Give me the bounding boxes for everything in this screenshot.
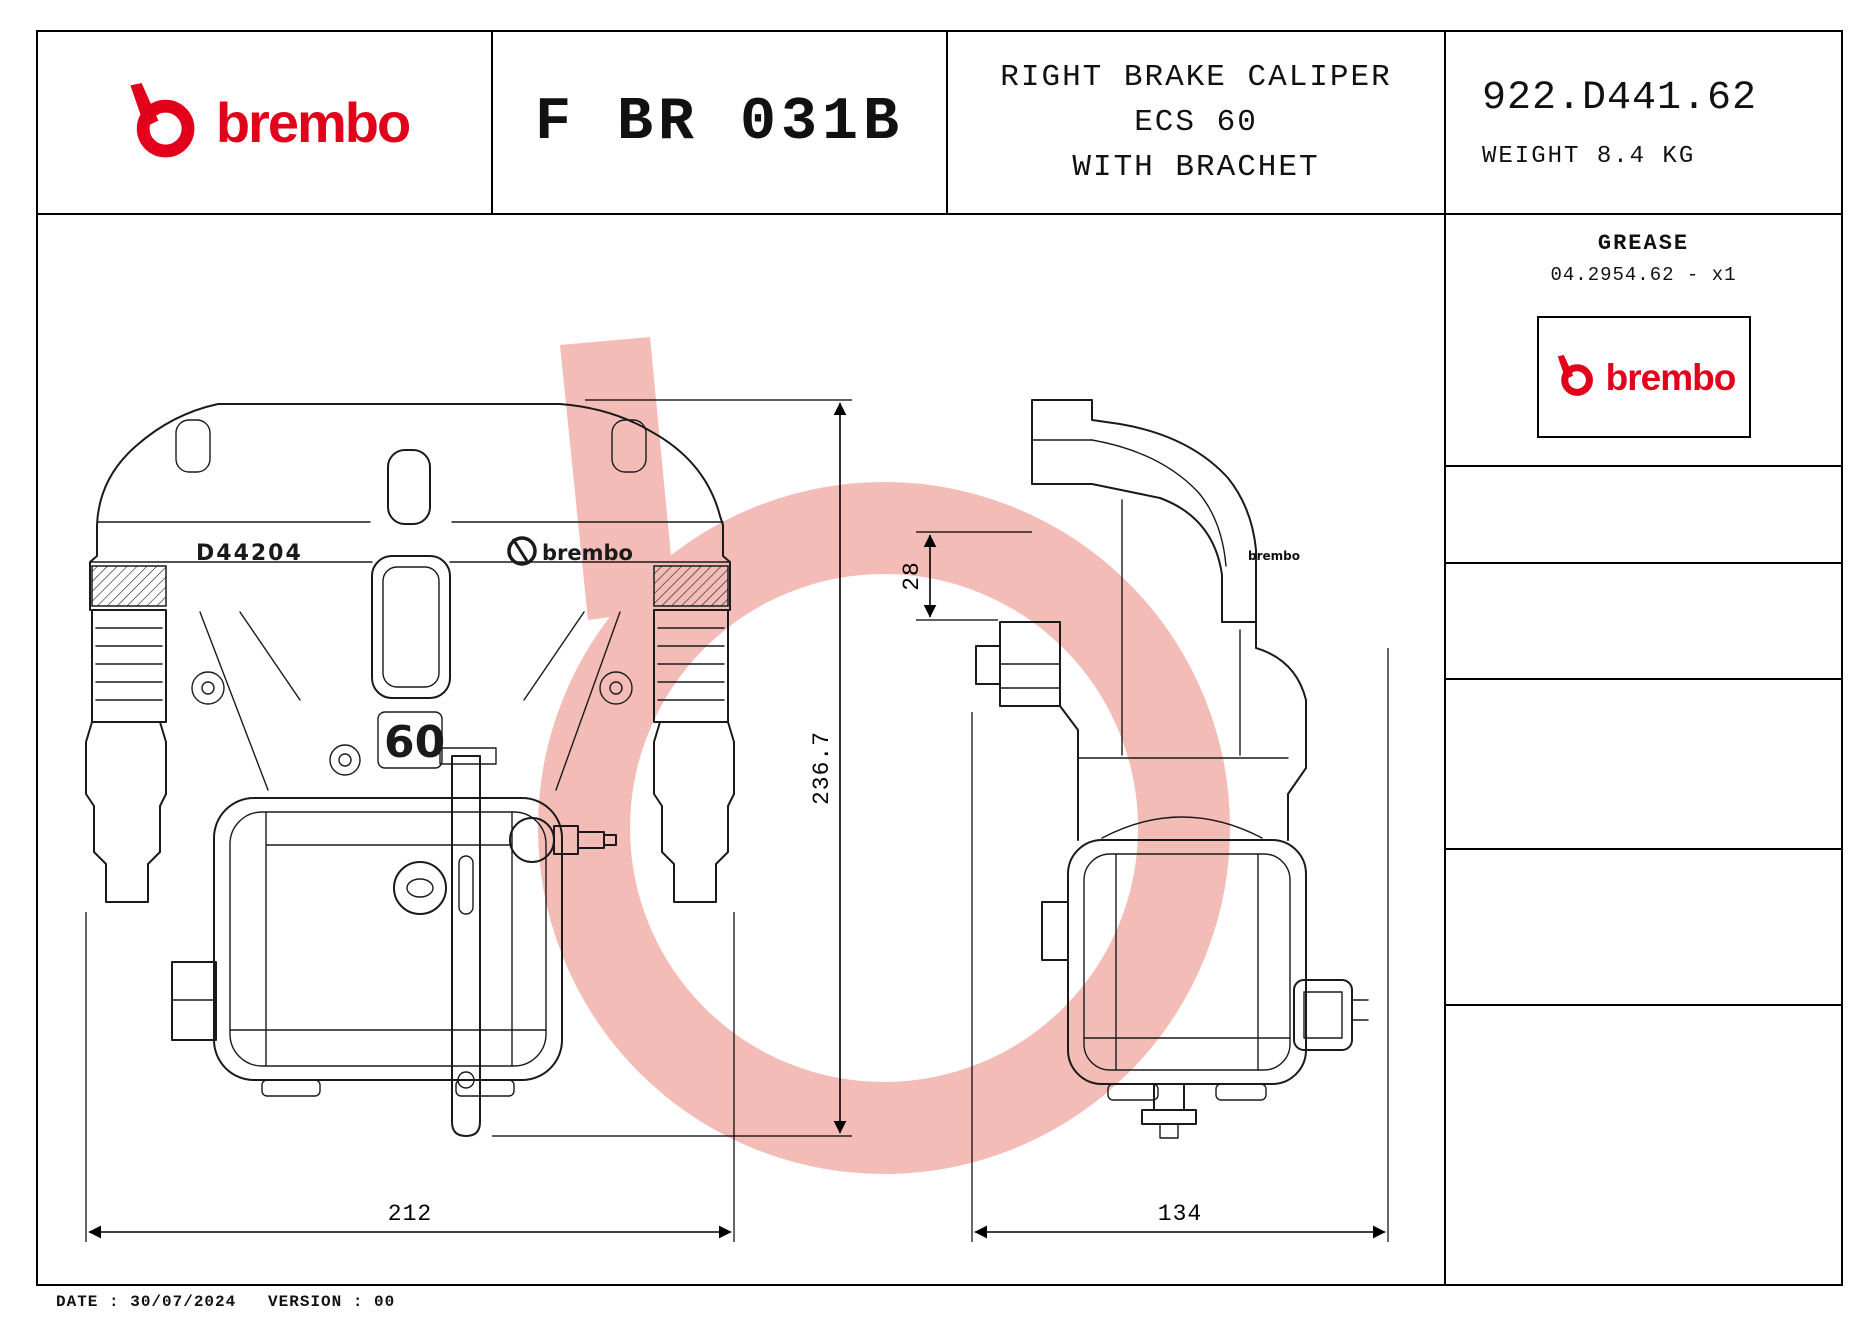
- grease-cell: GREASE 04.2954.62 - x1 brembo: [1446, 215, 1841, 467]
- grease-title: GREASE: [1597, 231, 1690, 256]
- sidebar-empty-row: [1446, 1006, 1841, 1284]
- grease-code: 04.2954.62 - x1: [1550, 264, 1737, 286]
- grease-brand-wordmark: brembo: [1605, 356, 1737, 398]
- sidebar-empty-row: [1446, 467, 1841, 564]
- brembo-logo-icon: [120, 83, 200, 163]
- sidebar-empty-row: [1446, 564, 1841, 680]
- brand-cell: brembo: [38, 32, 493, 213]
- part-code: F BR 031B: [534, 88, 905, 157]
- sidebar-empty-row: [1446, 680, 1841, 850]
- title-line-2: ECS 60: [1134, 105, 1258, 140]
- footer-revision: DATE : 30/07/2024 VERSION : 00: [56, 1293, 396, 1311]
- title-line-3: WITH BRACHET: [1072, 150, 1320, 185]
- sidebar-empty-row: [1446, 850, 1841, 1006]
- drawing-frame: brembo F BR 031B RIGHT BRAKE CALIPER ECS…: [36, 30, 1843, 1286]
- title-block: brembo F BR 031B RIGHT BRAKE CALIPER ECS…: [38, 32, 1841, 215]
- grease-brand-box: brembo: [1536, 316, 1751, 438]
- reference-cell: 922.D441.62 WEIGHT 8.4 KG: [1446, 32, 1841, 213]
- reference-code: 922.D441.62: [1482, 75, 1758, 121]
- weight-label: WEIGHT 8.4 KG: [1482, 142, 1696, 170]
- brand-wordmark: brembo: [215, 90, 411, 154]
- parts-sidebar: GREASE 04.2954.62 - x1 brembo: [1444, 215, 1841, 1284]
- brembo-logo-icon-small: [1552, 355, 1596, 399]
- part-code-cell: F BR 031B: [493, 32, 948, 213]
- title-cell: RIGHT BRAKE CALIPER ECS 60 WITH BRACHET: [948, 32, 1446, 213]
- title-line-1: RIGHT BRAKE CALIPER: [1000, 60, 1392, 95]
